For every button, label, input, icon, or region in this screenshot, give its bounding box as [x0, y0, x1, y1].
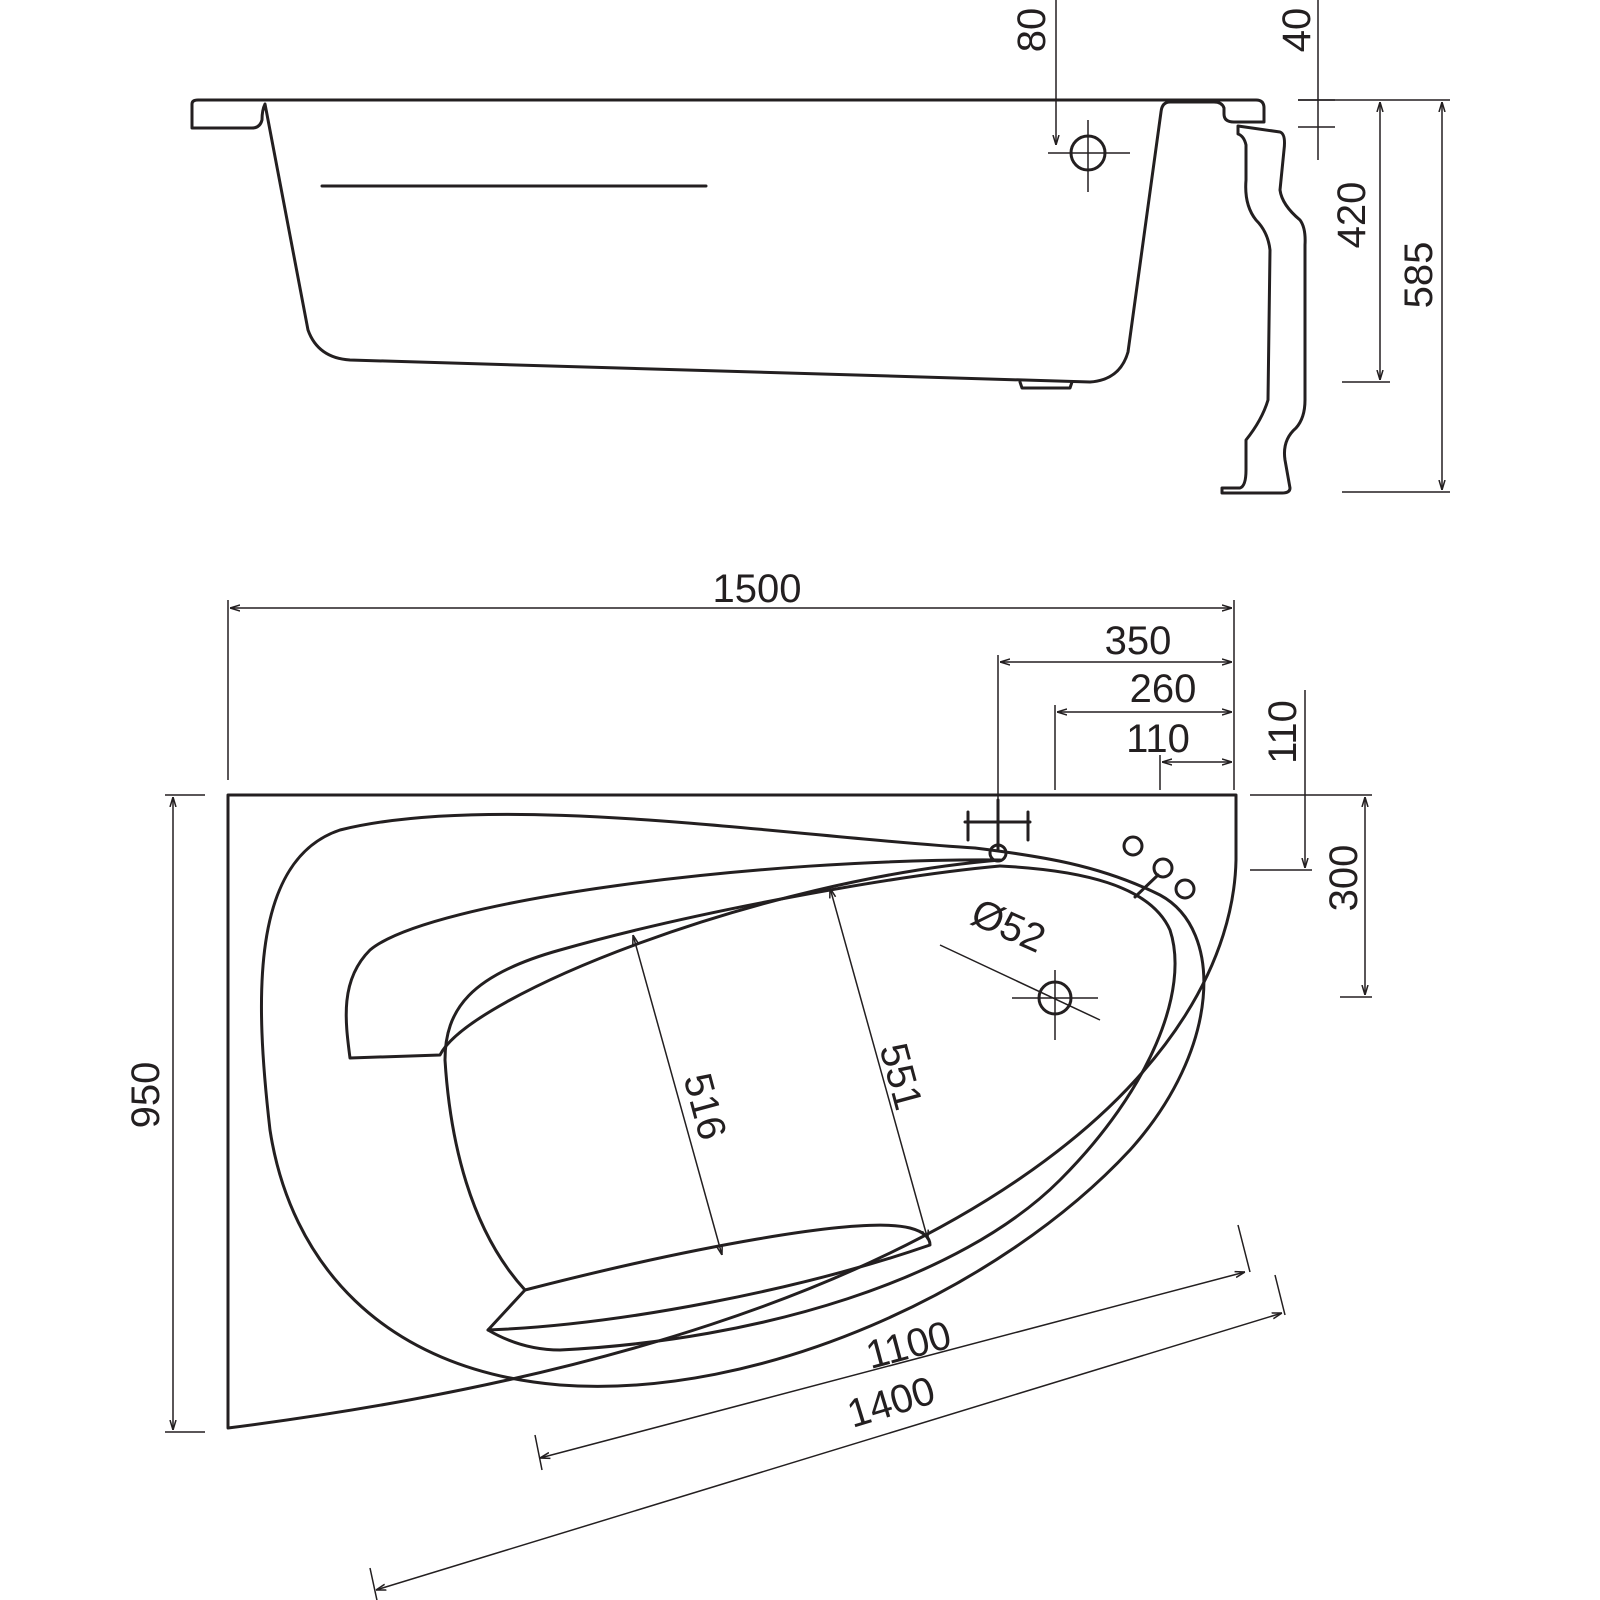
backrest: [344, 858, 1002, 1060]
dimension-label-585: 585: [1397, 242, 1441, 309]
dimension-label-40: 40: [1275, 8, 1319, 53]
extension-lines-420: [1298, 99, 1390, 383]
dimension-label-350: 350: [1105, 619, 1172, 663]
dimension-label-516: 516: [675, 1069, 735, 1145]
top-view: Ø52 1500 350 260 110 110 300 950 516 5: [124, 567, 1372, 1600]
dimension-label-420: 420: [1330, 182, 1374, 249]
dimension-label-110-vertical: 110: [1261, 700, 1305, 764]
dimension-label-1400: 1400: [842, 1369, 940, 1437]
dimension-line-516: [633, 935, 722, 1255]
dimension-line-1400: [376, 1313, 1282, 1590]
extension-lines-585: [1342, 99, 1450, 493]
basin-edge: [486, 864, 1177, 1352]
dimension-label-110-horizontal: 110: [1126, 717, 1190, 761]
dimension-label-950: 950: [124, 1062, 168, 1129]
extension-lines-300: [1312, 794, 1372, 998]
mixer-icon: [1122, 835, 1196, 900]
drain-dimension-line: [939, 944, 1101, 1040]
extension-lines-950: [165, 794, 205, 1433]
dimension-label-551: 551: [871, 1039, 931, 1115]
dimension-line-551: [830, 888, 928, 1240]
dimension-label-300: 300: [1322, 845, 1366, 912]
extension-lines-1500: [227, 600, 1235, 790]
faucet-icon: [963, 798, 1032, 863]
dimension-label-80: 80: [1010, 8, 1054, 53]
dimension-label-1500: 1500: [713, 567, 802, 611]
dimension-label-drain: Ø52: [965, 891, 1052, 962]
tub-side-outline: [190, 98, 1266, 384]
seat-strip: [486, 1223, 932, 1332]
tub-rim-inner: [259, 812, 1206, 1388]
side-view: 80 40 420 585: [190, 0, 1450, 495]
overflow-crosshair: [1048, 120, 1130, 192]
support-bracket: [1220, 124, 1307, 495]
basin-floor: [443, 864, 1002, 1292]
extension-lines-1400: [369, 1274, 1286, 1600]
dimension-label-260: 260: [1130, 667, 1197, 711]
drain-foot: [1018, 380, 1074, 390]
tub-top-outline: [226, 793, 1238, 1430]
extension-lines-110-vertical: [1250, 794, 1312, 871]
